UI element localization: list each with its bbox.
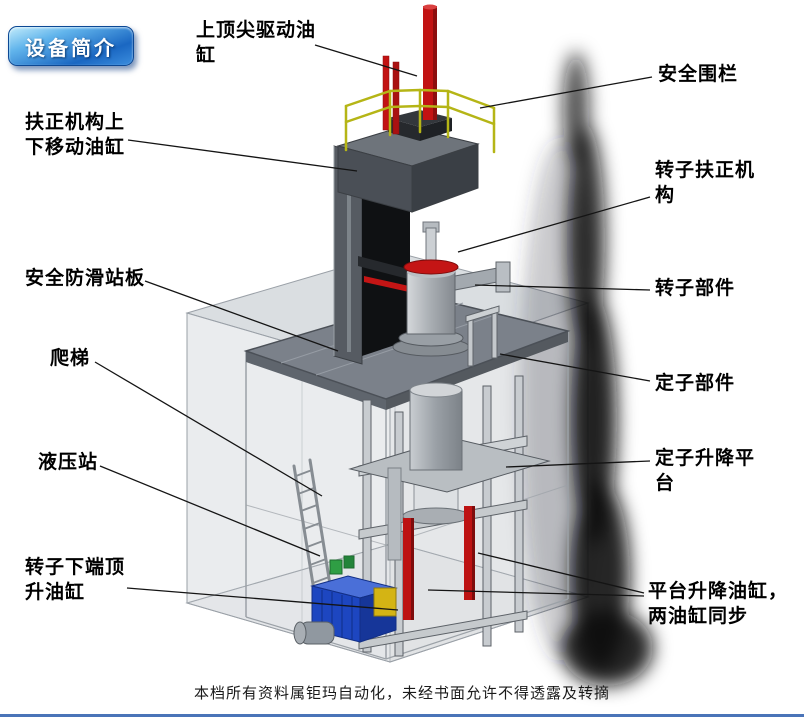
label-stator-platform: 定子升降平 台 (655, 448, 756, 495)
equipment-intro-badge: 设备简介 (8, 26, 134, 66)
leader-platform-cylinder-1 (477, 552, 645, 594)
confidentiality-note: 本档所有资料属钜玛自动化，未经书面允许不得透露及转摘 (193, 685, 610, 702)
label-rotor-centering: 转子扶正机 构 (655, 160, 756, 207)
leader-platform-cylinder-2 (427, 589, 645, 597)
press-head (336, 110, 480, 213)
label-ladder: 爬梯 (50, 348, 91, 369)
leader-stator-platform (505, 460, 651, 468)
leader-top-cylinder (314, 44, 418, 77)
lower-cylinders (387, 467, 475, 620)
label-safety-fence: 安全围栏 (658, 64, 739, 85)
leader-hydraulic-station (99, 465, 321, 557)
label-hydraulic-station: 液压站 (38, 452, 99, 473)
leader-rotor-jack (126, 587, 399, 611)
equipment-intro-badge-label: 设备简介 (25, 37, 117, 60)
rotor-assembly (358, 221, 511, 367)
label-platform-cylinders: 平台升降油缸， 两油缸同步 (648, 581, 789, 628)
label-antislip-plate: 安全防滑站板 (25, 268, 146, 289)
label-rotor-part: 转子部件 (655, 278, 736, 299)
leader-lines (94, 44, 653, 611)
label-centering-cylinder: 扶正机构上 下移动油缸 (25, 112, 126, 159)
label-stator-part: 定子部件 (655, 373, 736, 394)
leader-rotor-part (474, 284, 651, 291)
label-rotor-jack: 转子下端顶 升油缸 (25, 557, 126, 604)
leader-rotor-centering (457, 196, 651, 253)
leader-antislip-plate (144, 280, 339, 352)
leader-safety-fence (479, 76, 653, 109)
leader-ladder (94, 361, 323, 497)
leader-centering-cylinder (127, 139, 358, 172)
label-top-cylinder: 上顶尖驱动油 缸 (196, 20, 317, 67)
leader-stator-part (499, 353, 651, 382)
cast-shadow (520, 52, 653, 686)
safety-railing (344, 88, 496, 154)
bottom-divider (0, 714, 804, 717)
